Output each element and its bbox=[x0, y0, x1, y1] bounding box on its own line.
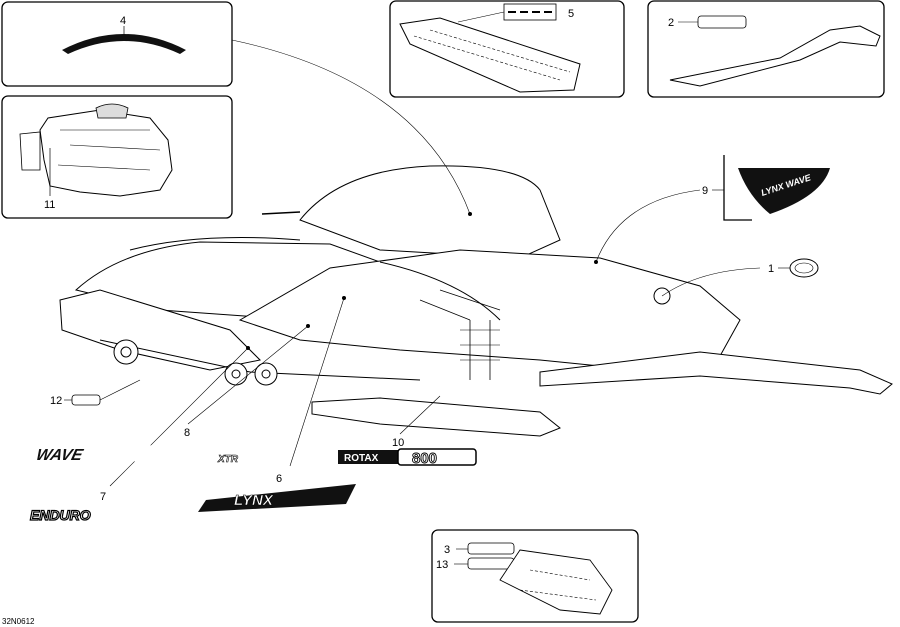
callout-5: 5 bbox=[568, 8, 574, 20]
rotax-decal-10: 10 ROTAX 800 bbox=[338, 437, 477, 467]
leader-lines bbox=[99, 39, 761, 487]
wave-decal-8: 8 WAVE XTR bbox=[34, 427, 254, 466]
rotax-number: 800 bbox=[412, 450, 437, 467]
enduro-text: ENDURO bbox=[30, 507, 91, 523]
callout-11: 11 bbox=[44, 199, 55, 211]
callout-8: 8 bbox=[184, 427, 190, 439]
label-12: 12 bbox=[50, 394, 101, 407]
diagram-code: 32N0612 bbox=[2, 617, 35, 626]
callout-4: 4 bbox=[120, 15, 126, 27]
callout-10: 10 bbox=[392, 437, 404, 449]
callout-12: 12 bbox=[50, 395, 62, 407]
snowmobile-illustration bbox=[59, 165, 893, 437]
callout-13: 13 bbox=[436, 559, 448, 571]
callout-1: 1 bbox=[768, 263, 774, 275]
round-decal-1: 1 bbox=[768, 258, 819, 278]
inset-hood-decal-9: LYNX WAVE 9 bbox=[702, 155, 830, 221]
rotax-word: ROTAX bbox=[344, 453, 379, 464]
callout-2: 2 bbox=[668, 17, 674, 29]
lynx-text: LYNX bbox=[234, 492, 274, 509]
xtr-text: XTR bbox=[217, 454, 239, 465]
callout-7: 7 bbox=[100, 491, 106, 503]
inset-footrest-3-13: 3 13 bbox=[431, 529, 639, 623]
wave-text: WAVE bbox=[34, 446, 85, 464]
callout-6: 6 bbox=[276, 473, 282, 485]
inset-tunnel-5: 5 bbox=[389, 0, 625, 98]
callout-9: 9 bbox=[702, 185, 708, 197]
lynx-decal-6: 6 LYNX bbox=[198, 473, 356, 512]
enduro-decal-7: 7 ENDURO bbox=[29, 491, 106, 524]
callout-3: 3 bbox=[444, 544, 450, 556]
inset-decal-4: 4 bbox=[1, 1, 233, 87]
inset-oil-tank-11: 11 bbox=[1, 95, 233, 219]
inset-seat-2: 2 bbox=[647, 0, 885, 98]
